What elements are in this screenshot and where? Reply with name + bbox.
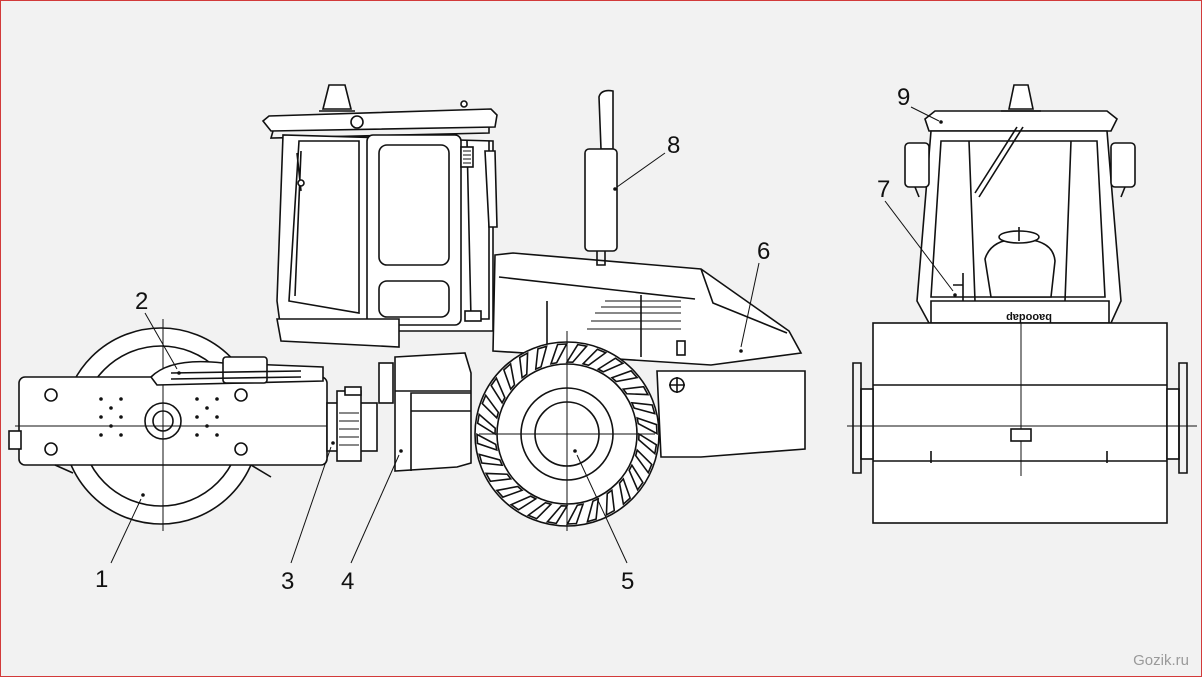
bolt-dot <box>195 415 199 419</box>
tread-lug <box>618 477 632 506</box>
callout-7: 7 <box>877 176 890 203</box>
tread-lug <box>518 351 529 380</box>
bolt-dot <box>119 397 123 401</box>
tread-lug <box>634 448 653 475</box>
callout-6: 6 <box>757 238 770 265</box>
bolt-dot <box>195 433 199 437</box>
bolt-dot <box>215 397 219 401</box>
callout-4: 4 <box>341 568 354 595</box>
bolt-dot <box>215 415 219 419</box>
tread-lug <box>476 433 498 452</box>
bolt-dot <box>195 397 199 401</box>
tread-lug <box>490 376 506 405</box>
front-badge: dɐpooɐq <box>1006 311 1052 323</box>
tread-lug <box>586 497 600 523</box>
tread-lug <box>481 393 500 420</box>
tread-lug <box>476 412 497 436</box>
tread-lug <box>637 432 658 456</box>
tread-lug <box>484 472 513 483</box>
tread-lug <box>628 463 644 492</box>
tread-lug <box>565 343 589 364</box>
callout-labels: 1 2 3 4 5 6 7 8 9 <box>95 84 910 595</box>
bolt-dot <box>205 406 209 410</box>
bolt-dot <box>99 397 103 401</box>
callout-1: 1 <box>95 566 108 593</box>
callout-3: 3 <box>281 568 294 595</box>
tread-lug <box>605 488 616 517</box>
articulation-joint <box>326 386 378 462</box>
callout-5: 5 <box>621 568 634 595</box>
bolt-dot <box>205 424 209 428</box>
drum <box>8 319 331 531</box>
drum-bolts <box>99 397 219 437</box>
bolt-dot <box>109 406 113 410</box>
tread-lug <box>610 369 639 383</box>
tread-lug <box>526 501 553 520</box>
bolt-dot <box>215 433 219 437</box>
tread-lug <box>636 416 658 435</box>
bolt-dot <box>109 424 113 428</box>
front-view: dɐpooɐq <box>847 84 1197 524</box>
tread-lug <box>621 385 650 396</box>
tread-lug <box>502 362 516 391</box>
bolt-dot <box>119 433 123 437</box>
leader-lines <box>110 106 957 564</box>
callout-9: 9 <box>897 84 910 111</box>
tread-lug <box>534 345 548 371</box>
tread-lug <box>596 357 625 373</box>
tread-lug <box>478 453 504 467</box>
tread-lug <box>581 348 608 367</box>
tire-tread <box>476 343 658 525</box>
tread-lug <box>630 401 656 415</box>
tread-lug <box>495 485 524 499</box>
callout-2: 2 <box>135 288 148 315</box>
bolt-dot <box>99 415 103 419</box>
cab-body <box>276 134 498 348</box>
exhaust-pipe <box>584 89 618 266</box>
callout-8: 8 <box>667 132 680 159</box>
engine-grille <box>587 300 686 356</box>
tread-lug <box>509 495 538 511</box>
machine-frame <box>378 352 472 472</box>
cab-roof <box>261 84 498 139</box>
watermark: Gozik.ru <box>1133 652 1189 669</box>
drive-wheel <box>474 331 660 531</box>
bolt-dot <box>99 433 103 437</box>
bolt-dot <box>119 415 123 419</box>
tread-lug <box>545 504 569 525</box>
side-view <box>8 84 806 531</box>
